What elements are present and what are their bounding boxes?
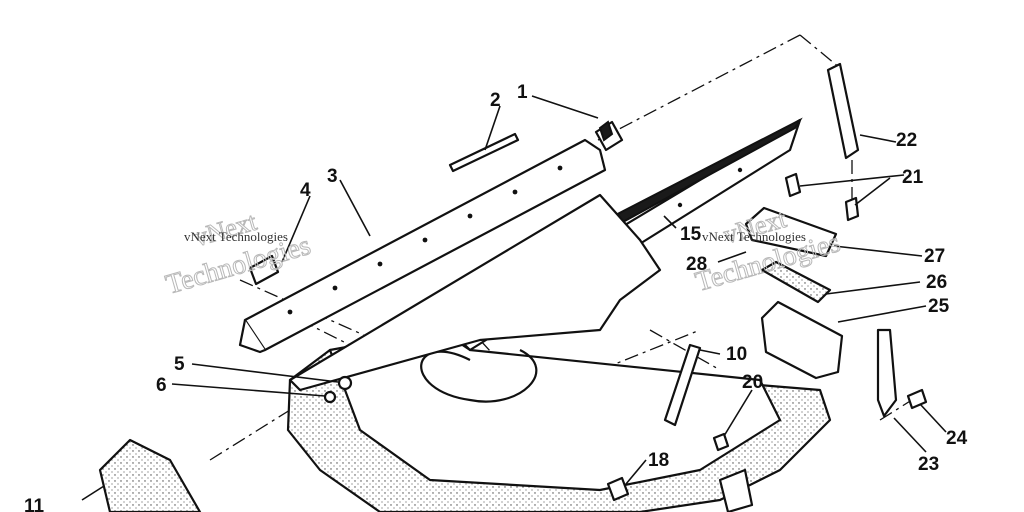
callout-leaders xyxy=(81,95,947,501)
callout-numbers: 1 2 3 4 5 6 10 11 15 18 20 21 22 23 24 2… xyxy=(24,82,968,512)
callout-22: 22 xyxy=(896,130,917,151)
callout-25: 25 xyxy=(928,296,950,317)
callout-2: 2 xyxy=(490,90,501,111)
part-21-stud-lower xyxy=(844,196,860,222)
part-21-stud-upper xyxy=(784,172,802,198)
part-26-pad xyxy=(760,260,832,304)
callout-20: 20 xyxy=(742,372,763,393)
part-22-strap xyxy=(826,62,860,160)
watermark-left-caption: vNext Technologies xyxy=(184,229,288,244)
part-18-screw xyxy=(606,476,630,502)
callout-4: 4 xyxy=(300,180,311,201)
callout-15: 15 xyxy=(680,224,702,245)
side-rail-flange xyxy=(238,319,266,354)
shroud-handle-cutout xyxy=(718,468,754,512)
callout-1: 1 xyxy=(517,82,528,103)
callout-21: 21 xyxy=(902,167,924,188)
callout-24: 24 xyxy=(946,428,968,449)
part-25-box xyxy=(760,300,844,380)
part-1-clip-detail xyxy=(598,120,614,142)
inner-panel xyxy=(288,193,662,392)
part-24-screw xyxy=(906,388,928,410)
side-rail-holes xyxy=(287,165,563,315)
part-5-nut xyxy=(337,375,353,391)
watermark-right: vNext Technologies xyxy=(691,203,844,298)
watermark-left: vNext Technologies xyxy=(162,206,315,301)
callout-28: 28 xyxy=(686,254,707,275)
watermark-right-caption: vNext Technologies xyxy=(702,229,806,244)
part-20-screw xyxy=(712,432,730,452)
callout-10: 10 xyxy=(726,344,747,365)
callout-3: 3 xyxy=(327,166,338,187)
part-10-bracket xyxy=(663,343,702,427)
part-6-washer xyxy=(323,390,337,404)
callout-27: 27 xyxy=(924,246,945,267)
part-2-strip xyxy=(448,132,520,173)
callout-18: 18 xyxy=(648,450,669,471)
part-23-knob xyxy=(876,328,898,418)
callout-23: 23 xyxy=(918,454,939,475)
callout-5: 5 xyxy=(174,354,185,375)
callout-11: 11 xyxy=(24,496,45,512)
callout-6: 6 xyxy=(156,375,167,396)
callout-26: 26 xyxy=(926,272,947,293)
part-11-pad xyxy=(98,438,202,512)
part-27-cover xyxy=(744,206,838,258)
part-4-bracket xyxy=(248,254,280,286)
